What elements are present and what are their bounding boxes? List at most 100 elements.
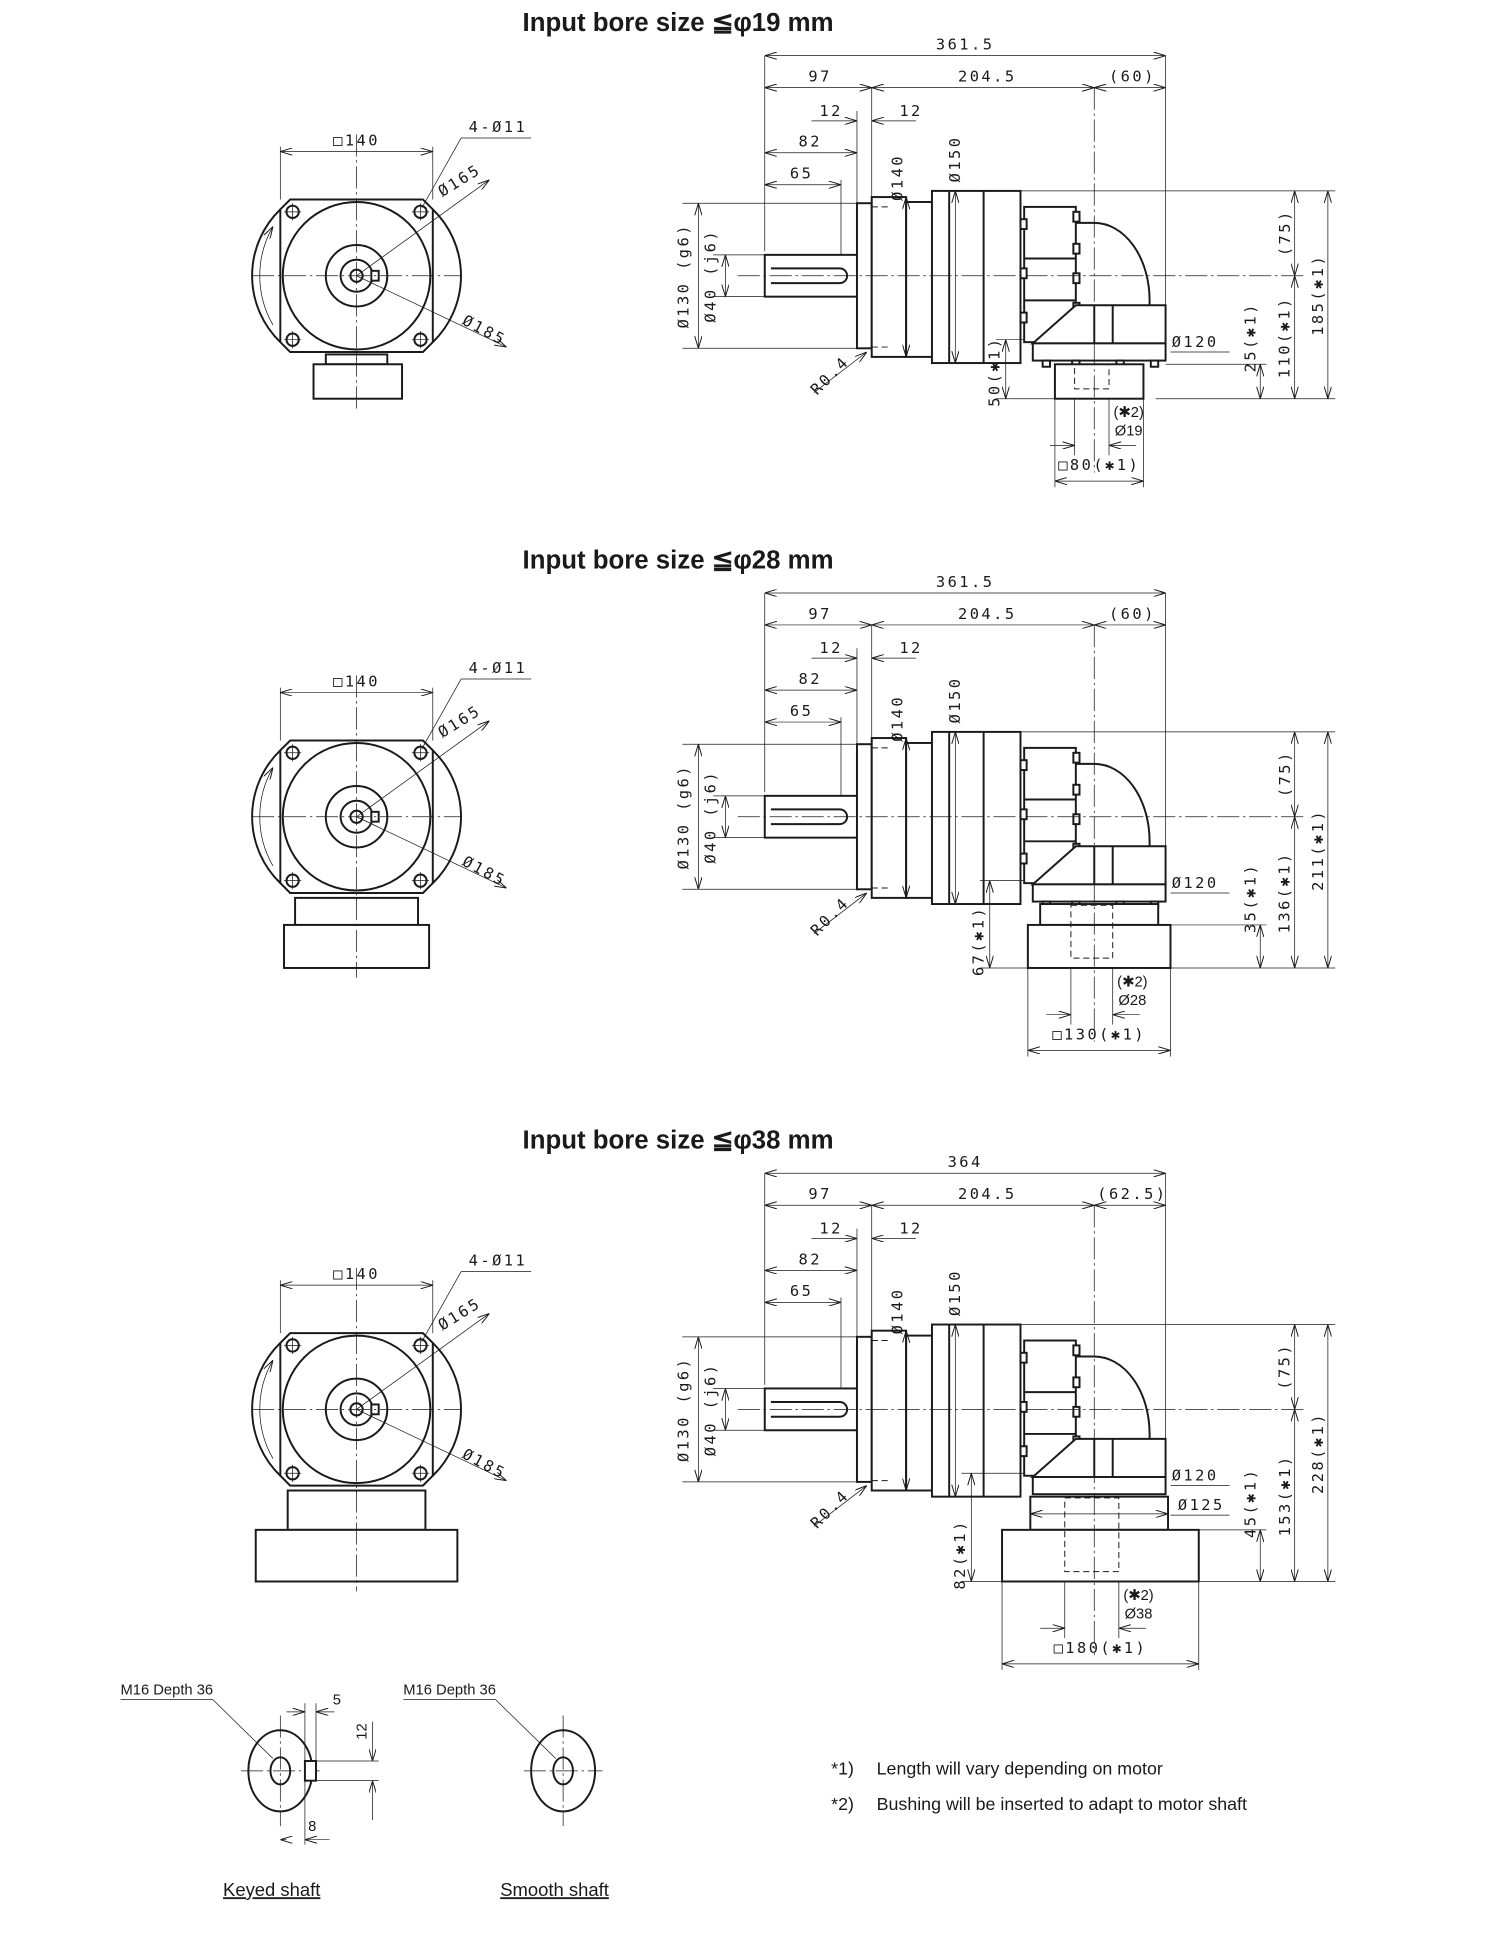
dia-140-label: Ø140 (888, 154, 906, 201)
radius-leader (813, 893, 867, 934)
bolt (1072, 1376, 1081, 1389)
bolt (1072, 783, 1081, 796)
bolt (1019, 1445, 1028, 1458)
bore-hidden (1064, 1497, 1120, 1573)
radius-leader (813, 1486, 867, 1527)
outer-label: Ø185 (459, 1445, 509, 1483)
bolt (1019, 852, 1028, 865)
flange-120 (1031, 883, 1167, 903)
radius-label: R0.4 (807, 353, 853, 399)
bore-hidden (1070, 904, 1114, 959)
line (421, 137, 462, 209)
square-label: □140 (333, 1265, 380, 1283)
motor-square-label: □130(✱1) (1052, 1025, 1146, 1043)
bore-label: Ø38 (1125, 1606, 1153, 1622)
length-97-label: 97 (808, 605, 831, 623)
dia-120-label: Ø120 (1172, 874, 1219, 892)
outer-leader (356, 816, 507, 888)
housing-body (930, 189, 1022, 365)
length-12b-label: 12 (899, 1220, 922, 1238)
square-label: □140 (333, 131, 380, 149)
height-total-label: 185(✱1) (1309, 254, 1327, 336)
angle-arc (259, 768, 273, 867)
bore-label: Ø28 (1118, 993, 1146, 1009)
housing-body (930, 730, 1022, 906)
length-12a-label: 12 (819, 1220, 842, 1238)
height-low-label: 110(✱1) (1276, 296, 1294, 378)
key-slot (303, 1760, 317, 1782)
height-sub-label: 45(✱1) (1241, 1468, 1259, 1538)
length-204-label: 204.5 (958, 1185, 1017, 1203)
section-title: Input bore size ≦φ28 mm (523, 546, 834, 574)
elbow (1075, 1355, 1151, 1439)
bore-note-label: (✱2) (1123, 1588, 1153, 1604)
bolt (1019, 218, 1028, 231)
bolt (1072, 272, 1081, 285)
key-width-label: 5 (333, 1692, 341, 1708)
overall-length-label: 361.5 (936, 573, 995, 591)
pcd-label: Ø165 (435, 160, 484, 200)
motor-adapter (1001, 1528, 1200, 1583)
bolt (1072, 813, 1081, 826)
length-97-label: 97 (808, 1185, 831, 1203)
motor-adapter-front (312, 363, 404, 400)
overall-length-label: 361.5 (936, 36, 995, 54)
tail-length-label: (60) (1109, 67, 1156, 85)
dia-150-label: Ø150 (946, 677, 964, 724)
pcd-label: Ø165 (435, 1294, 484, 1334)
line (421, 1271, 462, 1342)
housing-neck (905, 741, 933, 899)
pcd-leader (356, 180, 490, 277)
length-204-label: 204.5 (958, 605, 1017, 623)
length-12a-label: 12 (819, 102, 842, 120)
height-total-label: 211(✱1) (1309, 809, 1327, 891)
length-82-label: 82 (799, 1250, 822, 1268)
dia-150-label: Ø150 (946, 1269, 964, 1316)
motor-square-label: □180(✱1) (1054, 1639, 1148, 1657)
note-text: Length will vary depending on motor (877, 1759, 1163, 1779)
flange-120 (1031, 1476, 1167, 1496)
keyed-shaft-thread-label: M16 Depth 36 (120, 1683, 213, 1699)
bore-note-label: (✱2) (1117, 974, 1147, 990)
section-title: Input bore size ≦φ19 mm (523, 9, 834, 37)
dia-140-label: Ø140 (888, 1288, 906, 1335)
dia-130-label: Ø130 (g6) (675, 223, 693, 328)
bolt (1072, 210, 1081, 223)
length-12a-label: 12 (819, 639, 842, 657)
radius-leader (813, 352, 867, 393)
smooth-shaft-label: Smooth shaft (500, 1879, 609, 1900)
height-75-label: (75) (1276, 750, 1294, 797)
outer-leader (356, 1409, 507, 1480)
bolt (1019, 808, 1028, 821)
dia-40-label: Ø40 (j6) (702, 1363, 720, 1457)
pcd-leader (356, 1313, 490, 1410)
bore-label: Ø19 (1115, 424, 1143, 440)
outer-label: Ø185 (459, 311, 509, 349)
housing-neck (905, 1334, 933, 1492)
dia-125-label: Ø125 (1178, 1496, 1225, 1514)
dia-120-label: Ø120 (1172, 1467, 1219, 1485)
radius-label: R0.4 (807, 1486, 853, 1532)
bolt (1019, 311, 1028, 324)
note-mark: *1) (831, 1759, 854, 1779)
bore-note-label: (✱2) (1113, 405, 1143, 421)
motor-square-label: □80(✱1) (1058, 456, 1140, 474)
height-left-label: 82(✱1) (951, 1519, 969, 1589)
height-low-label: 136(✱1) (1276, 851, 1294, 933)
hole-label: 4-Ø11 (469, 118, 528, 136)
section-title: Input bore size ≦φ38 mm (523, 1127, 834, 1155)
height-75-label: (75) (1276, 1343, 1294, 1390)
hole-label: 4-Ø11 (469, 659, 528, 677)
length-82-label: 82 (799, 670, 822, 688)
bolt (1072, 751, 1081, 764)
housing-body (930, 1323, 1022, 1498)
smooth-shaft-thread-label: M16 Depth 36 (403, 1683, 496, 1699)
length-204-label: 204.5 (958, 67, 1017, 85)
length-82-label: 82 (799, 133, 822, 151)
line (495, 1699, 556, 1759)
angle-arc (259, 227, 273, 326)
height-sub-label: 25(✱1) (1241, 302, 1259, 372)
key-offset-label: 8 (308, 1819, 316, 1835)
height-low-label: 153(✱1) (1276, 1454, 1294, 1536)
bolt (1072, 1344, 1081, 1357)
